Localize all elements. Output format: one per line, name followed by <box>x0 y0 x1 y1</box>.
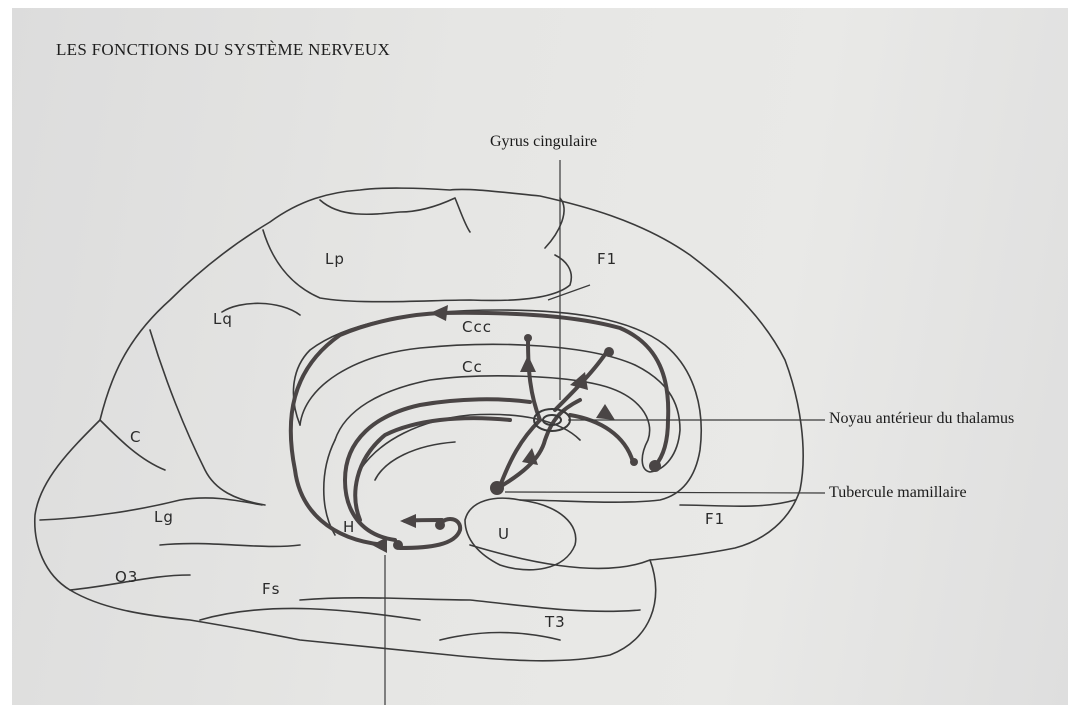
arrow-head-mid3 <box>596 404 615 420</box>
node-mamillary <box>490 481 504 495</box>
region-o3: O3 <box>115 568 138 586</box>
frame-bottom <box>0 705 1074 711</box>
region-u: U <box>498 525 510 543</box>
sulcus-frontal-lower <box>680 500 795 506</box>
node-end-lower <box>393 540 403 550</box>
region-lg: Lg <box>154 508 174 526</box>
region-cc: Cc <box>462 358 483 376</box>
node-thal-2 <box>604 347 614 357</box>
corpus-callosum-inner <box>324 440 335 535</box>
papez-mamillothalamic <box>500 420 540 486</box>
sulcus-parieto-occipital <box>150 330 265 505</box>
leader-tubercule <box>505 492 825 493</box>
arrow-head-mid2 <box>570 372 588 390</box>
label-gyrus-cingulaire: Gyrus cingulaire <box>490 133 597 151</box>
sulcus-lower <box>440 633 560 641</box>
papez-thal-cing1 <box>528 340 540 420</box>
arrow-head-hippo <box>400 514 416 528</box>
sulcus-fusiform <box>200 608 420 620</box>
arrow-head-lower <box>372 537 387 553</box>
frame-right <box>1068 0 1074 711</box>
region-f1-top: F1 <box>597 250 617 268</box>
papez-arc-inner2 <box>355 418 510 520</box>
region-ccc: Ccc <box>462 318 492 336</box>
label-tubercule-mamillaire: Tubercule mamillaire <box>829 484 967 502</box>
sulcus-lingual <box>160 544 300 547</box>
node-end-right <box>649 460 661 472</box>
sulcus-calcarine <box>40 498 262 520</box>
papez-arc-outer <box>291 313 668 545</box>
region-f1-right: F1 <box>705 510 725 528</box>
region-fs: Fs <box>262 580 280 598</box>
region-t3: T3 <box>545 613 566 631</box>
node-thal-1 <box>524 334 532 342</box>
label-noyau-anterieur: Noyau antérieur du thalamus <box>829 410 1014 428</box>
region-c: C <box>130 428 141 446</box>
temporal-sulcus <box>300 598 640 612</box>
sulcus-top <box>320 198 470 232</box>
sulcus-precentral <box>545 198 564 248</box>
temporal-pole <box>470 545 650 568</box>
node-thal-3 <box>630 458 638 466</box>
corpus-callosum-outer <box>300 344 680 472</box>
sulcus-cingulate <box>222 303 300 315</box>
region-lp: Lp <box>325 250 345 268</box>
frame-left <box>0 0 12 711</box>
arrow-head-top <box>430 305 448 321</box>
arrow-head-mid1 <box>520 355 536 372</box>
region-lq: Lq <box>213 310 233 328</box>
sulcus-paracentral <box>263 230 571 302</box>
node-end-hippo <box>435 520 445 530</box>
frame-top <box>0 0 1074 8</box>
region-h: H <box>343 518 355 536</box>
fornix-inner <box>375 442 455 480</box>
